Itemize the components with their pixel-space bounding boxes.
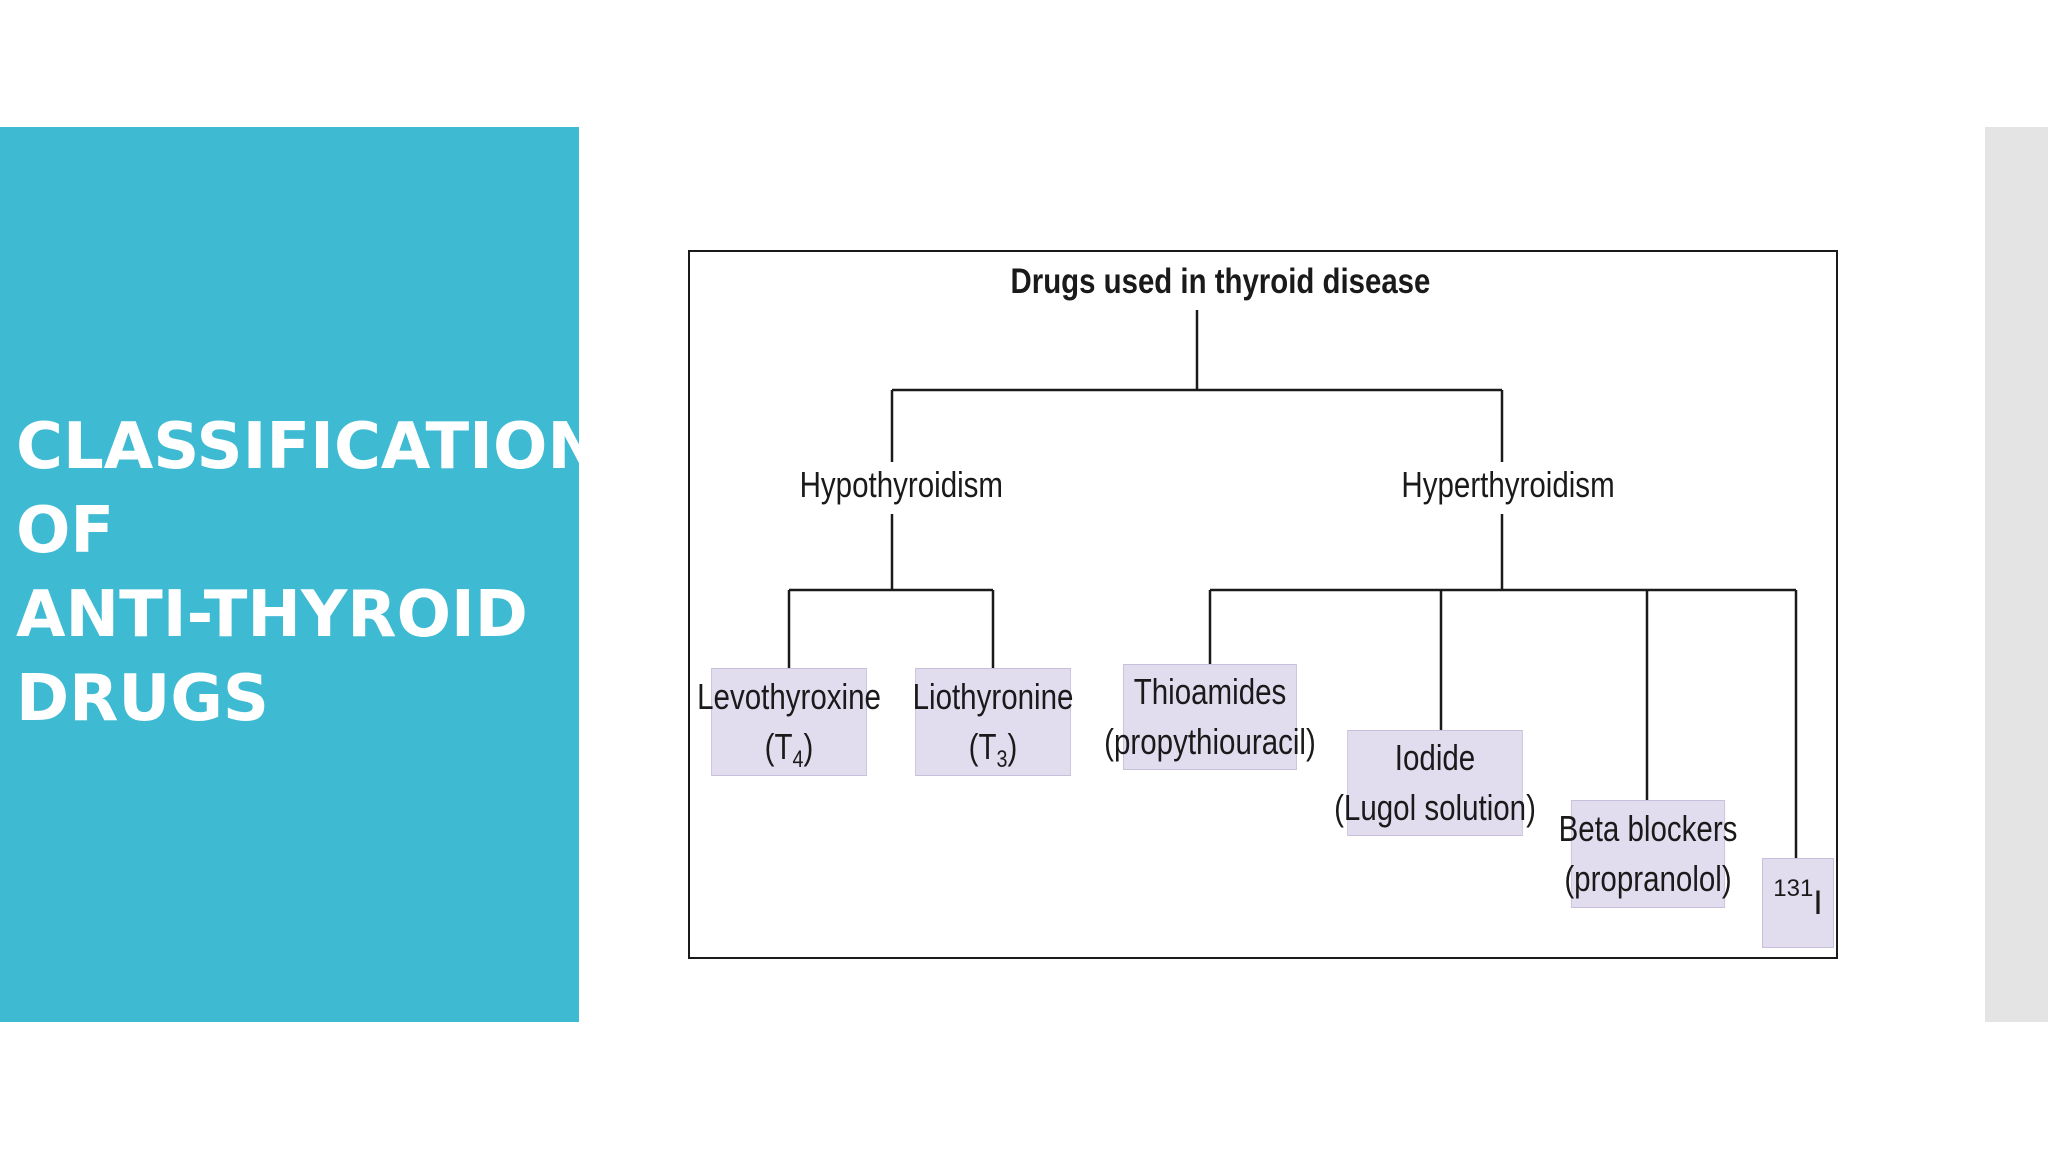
drug-detail: (Lugol solution) <box>1334 787 1536 828</box>
diagram-title: Drugs used in thyroid disease <box>1010 262 1431 301</box>
classification-diagram: Drugs used in thyroid disease Hypothyroi… <box>688 250 1838 959</box>
category-hypothyroidism: Hypothyroidism <box>794 464 1003 506</box>
drug-node-liothyronine: Liothyronine (T3) <box>912 668 1074 776</box>
drug-name: Beta blockers <box>1558 808 1738 849</box>
drug-node-iodide: Iodide (Lugol solution) <box>1334 730 1536 836</box>
right-edge-strip <box>1985 127 2048 1022</box>
slide-title-line: ANTI-THYROID <box>16 578 528 652</box>
title-panel <box>0 127 579 1022</box>
category-hyperthyroidism: Hyperthyroidism <box>1396 464 1620 506</box>
drug-node-levothyroxine: Levothyroxine (T4) <box>697 668 881 776</box>
drug-name: Thioamides <box>1133 671 1287 712</box>
drug-name: Liothyronine <box>912 676 1074 717</box>
connector-lines <box>787 310 1798 858</box>
slide-title-line: DRUGS <box>16 662 269 736</box>
drug-node-beta-blockers: Beta blockers (propranolol) <box>1559 800 1737 908</box>
drug-name: 131I <box>1773 875 1823 923</box>
drug-name: Levothyroxine <box>697 676 881 717</box>
drug-detail: (propranolol) <box>1564 858 1732 899</box>
drug-node-radioactive-iodine: 131I <box>1762 858 1834 948</box>
drug-detail: (T3) <box>968 726 1018 773</box>
drug-detail: (T4) <box>764 726 814 773</box>
drug-detail: (propythiouracil) <box>1104 721 1316 762</box>
slide-title-line: OF <box>16 494 115 568</box>
slide-title-line: CLASSIFICATION <box>16 410 601 484</box>
drug-name: Iodide <box>1394 737 1476 778</box>
slide-title: CLASSIFICATION OF ANTI-THYROID DRUGS <box>16 405 601 741</box>
drug-node-thioamides: Thioamides (propythiouracil) <box>1104 664 1316 770</box>
